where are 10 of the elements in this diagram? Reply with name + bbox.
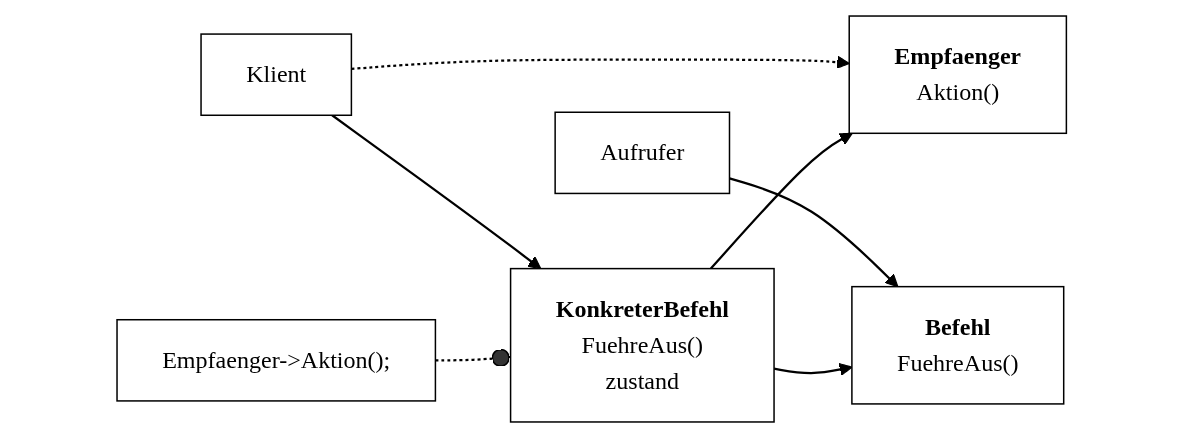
node-box: Empfaenger->Aktion(); bbox=[116, 318, 436, 402]
node-box: Empfaenger Aktion() bbox=[848, 14, 1067, 134]
node-box: KonkreterBefehl FuehreAus() zustand bbox=[509, 267, 775, 423]
node-box: Klient bbox=[200, 32, 352, 116]
arrow bbox=[351, 55, 850, 70]
node-box: Aufrufer bbox=[554, 111, 731, 194]
arrow bbox=[331, 113, 542, 269]
connector bbox=[435, 348, 511, 367]
node-box: Befehl FuehreAus() bbox=[850, 285, 1065, 405]
arrow bbox=[709, 132, 853, 269]
